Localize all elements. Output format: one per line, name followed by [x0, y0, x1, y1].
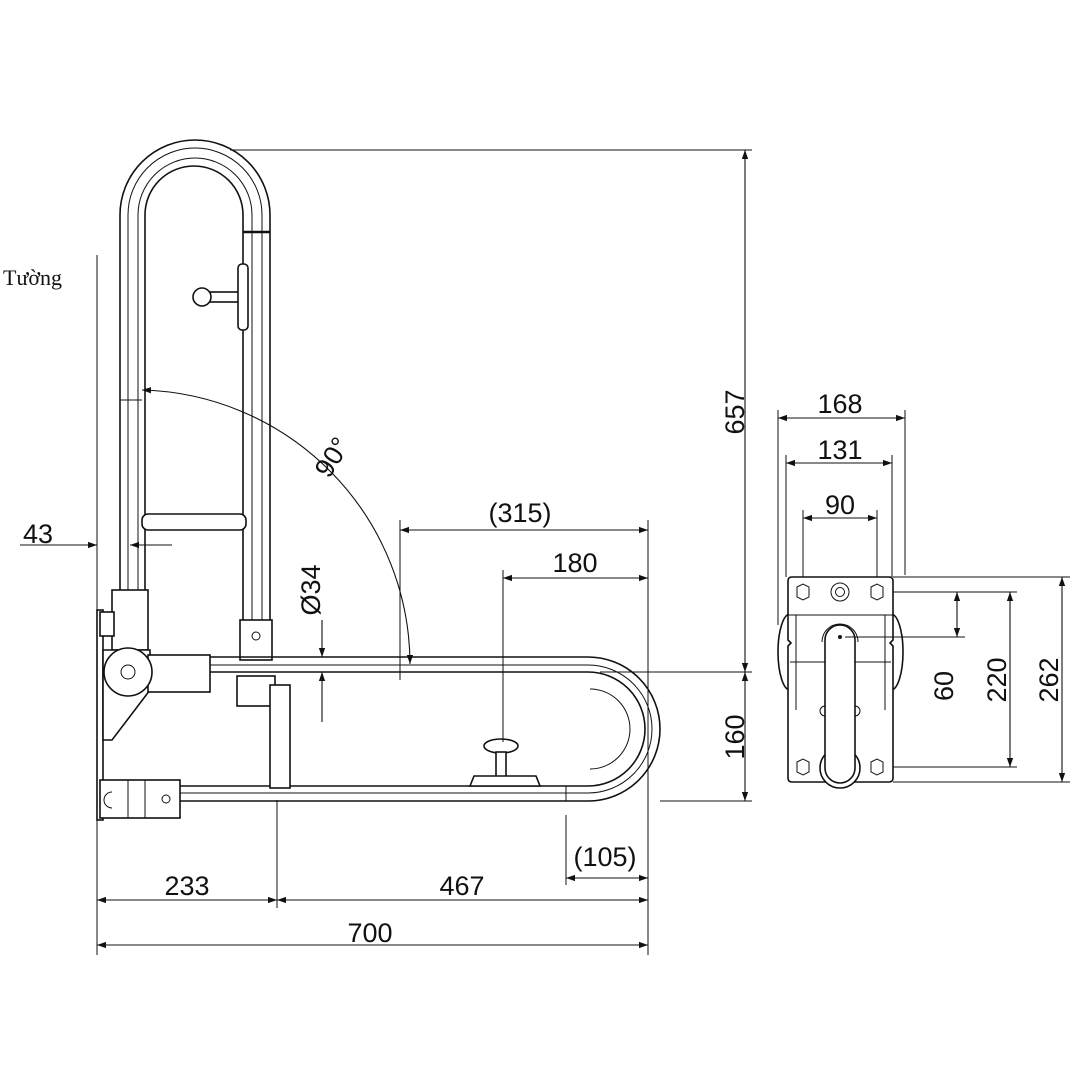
bolt-icon	[870, 758, 884, 776]
horizontal-grab-bar	[99, 647, 661, 819]
dim-700: 700	[347, 918, 392, 948]
raised-grab-bar	[99, 139, 276, 707]
front-view	[777, 576, 904, 789]
front-view-dimensions: 168 131 90 60 220 262	[777, 389, 1070, 783]
dim-180: 180	[552, 548, 597, 578]
angle-90: 90°	[309, 432, 356, 483]
bolt-icon	[796, 758, 810, 776]
release-knob-upper	[192, 263, 249, 331]
dim-60: 60	[929, 671, 959, 701]
dim-168: 168	[817, 389, 862, 419]
dim-160: 160	[720, 714, 750, 759]
dim-131: 131	[817, 435, 862, 465]
bolt-icon	[870, 583, 884, 601]
dim-diameter: Ø34	[296, 564, 326, 615]
dim-105: (105)	[573, 842, 636, 872]
dim-220: 220	[982, 657, 1012, 702]
side-view-dimensions: 657 160 (315) 180 (105) 233 467 700 43 Ø…	[20, 149, 752, 955]
dim-90: 90	[825, 490, 855, 520]
dim-233: 233	[164, 871, 209, 901]
dim-467: 467	[439, 871, 484, 901]
dim-657: 657	[720, 389, 750, 434]
dim-262: 262	[1034, 657, 1064, 702]
dim-315: (315)	[488, 498, 551, 528]
bolt-icon	[796, 583, 810, 601]
wall-label: Tường	[3, 265, 62, 290]
release-knob-lower	[468, 738, 542, 787]
wall: Tường	[3, 255, 104, 955]
dim-43: 43	[23, 519, 53, 549]
